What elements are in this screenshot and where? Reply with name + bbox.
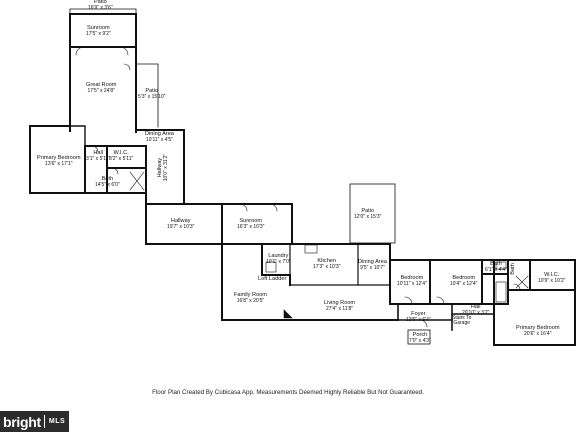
room-name: Laundry xyxy=(268,253,289,259)
room-name: Sunroom xyxy=(86,25,110,31)
room-dims: 9'5" x 10'7" xyxy=(360,264,385,271)
room-dims: 10'4" x 12'4" xyxy=(450,280,478,287)
room-name: Patio xyxy=(145,88,159,94)
room-label-family-room: Family Room 16'8" x 20'5" xyxy=(234,292,267,304)
bright-mls-watermark: bright MLS xyxy=(0,411,70,432)
room-dims: 17'3" x 10'3" xyxy=(313,263,341,270)
room-label-sunroom-2: Sunroom 16'3" x 10'3" xyxy=(237,218,265,230)
room-name: W.I.C. xyxy=(544,272,560,278)
room-name: Porch xyxy=(412,332,428,338)
room-dims: 7'0" x 4'3" xyxy=(409,337,431,344)
room-dims: 13'5" x 6'4" xyxy=(406,316,431,323)
room-dims: 13'6" x 17'1" xyxy=(45,160,73,167)
room-name: Dining Area xyxy=(358,259,387,265)
room-label-foyer: Foyer 13'5" x 6'4" xyxy=(406,311,431,323)
corridor-walls xyxy=(29,125,185,196)
room-dims: 3'1" x 5'11" xyxy=(86,155,111,162)
room-dims: 17'5" x 24'8" xyxy=(87,87,115,94)
room-name: Stairs To xyxy=(452,315,472,321)
room-label-laundry: Laundry 10'1" x 7'0" xyxy=(266,253,291,265)
room-name: Dining Area xyxy=(145,131,174,137)
room-label-bath-3: Bath xyxy=(509,263,517,275)
room-dims: 10'9" x 10'2" xyxy=(538,277,566,284)
room-name: Bedroom xyxy=(452,275,476,281)
room-label-kitchen: Kitchen 17'3" x 10'3" xyxy=(313,258,341,270)
room-label-loft-ladder: Loft Ladder xyxy=(258,276,287,283)
room-name: Great Room xyxy=(86,82,117,88)
room-dims: 10'0" x 31'2" xyxy=(163,153,170,182)
room-name: Hall xyxy=(470,304,481,310)
room-dims: 8'2" x 5'11" xyxy=(109,155,134,162)
room-label-patio-large: Patio 12'0" x 15'3" xyxy=(354,208,382,220)
room-name: Family Room xyxy=(234,292,267,298)
room-dims: 16'3" x 10'3" xyxy=(237,223,265,230)
main-house-walls xyxy=(221,243,576,321)
room-label-hallway-vertical: Hallway 10'0" x 31'2" xyxy=(157,153,170,182)
room-name: Primary Bedroom xyxy=(37,155,81,161)
room-dims: 5'3" x 15'10" xyxy=(138,93,166,100)
room-dims: 6'1" x 4'4" xyxy=(485,266,507,273)
room-dims: 16'8" x 20'5" xyxy=(236,297,265,304)
room-dims: 20'10" x 3'2" xyxy=(462,309,490,316)
room-name: Sunroom xyxy=(239,218,263,224)
room-label-bath-2: Bath 6'1" x 4'4" xyxy=(485,261,507,273)
room-name: Bath xyxy=(490,261,502,267)
room-label-sunroom-top: Sunroom 17'5" x 9'2" xyxy=(86,25,111,37)
room-name: Bedroom xyxy=(400,275,424,281)
disclaimer-text: Floor Plan Created By Cubicasa App. Meas… xyxy=(152,389,424,396)
room-label-wic-2: W.I.C. 10'9" x 10'2" xyxy=(538,272,566,284)
room-label-patio-top: Patio 16'9" x 3'6" xyxy=(88,0,113,11)
room-label-great-room: Great Room 17'5" x 24'8" xyxy=(86,82,117,94)
room-label-patio-small: Patio 5'3" x 15'10" xyxy=(138,88,166,100)
room-dims: 19'7" x 10'3" xyxy=(167,223,195,230)
room-name: Patio xyxy=(361,208,375,214)
room-dims: 10'11" x 4'5" xyxy=(145,136,173,143)
room-name: Hallway xyxy=(170,218,191,224)
room-dims: 12'0" x 15'3" xyxy=(354,213,382,220)
room-dims: 10'1" x 7'0" xyxy=(266,258,291,265)
room-label-bath-1: Bath 14'5" x 6'0" xyxy=(95,176,120,188)
room-label-dining-area-2: Dining Area 9'5" x 10'7" xyxy=(358,259,387,271)
room-name: Hall xyxy=(93,150,103,156)
room-dims: 20'6" x 16'4" xyxy=(524,330,552,337)
room-name: Bath xyxy=(509,263,516,275)
room-label-hall-2: Hall 20'10" x 3'2" xyxy=(462,304,490,316)
room-label-bedroom-1: Bedroom 10'11" x 12'4" xyxy=(397,275,427,287)
room-label-primary-bedroom-1: Primary Bedroom 13'6" x 17'1" xyxy=(37,155,81,167)
watermark-suffix: MLS xyxy=(48,418,66,425)
room-label-hallway: Hallway 19'7" x 10'3" xyxy=(167,218,195,230)
room-name: Foyer xyxy=(411,311,426,317)
upper-wing-walls xyxy=(69,13,137,133)
watermark-divider xyxy=(43,415,45,428)
room-label-stairs-to-garage: Stairs To Garage xyxy=(452,315,472,327)
room-label-hall-1: Hall 3'1" x 5'11" xyxy=(86,150,111,162)
room-dims: 10'11" x 12'4" xyxy=(397,280,427,287)
room-dims: 27'4" x 11'8" xyxy=(326,305,354,312)
room-label-dining-area-1: Dining Area 10'11" x 4'5" xyxy=(145,131,174,143)
watermark-brand: bright xyxy=(3,413,41,430)
room-dims: Garage xyxy=(453,320,471,327)
room-name: Loft Ladder xyxy=(258,276,287,282)
room-name: Living Room xyxy=(324,300,356,306)
room-label-primary-bedroom-2: Primary Bedroom 20'6" x 16'4" xyxy=(516,325,560,337)
room-dims: 17'5" x 9'2" xyxy=(86,30,111,37)
room-name: Primary Bedroom xyxy=(516,325,560,331)
room-name: Bath xyxy=(101,176,114,182)
room-name: Kitchen xyxy=(317,258,337,264)
room-name: W.I.C. xyxy=(113,150,129,156)
room-name: Patio xyxy=(93,0,107,5)
room-dims: 14'5" x 6'0" xyxy=(95,181,120,188)
room-label-living-room: Living Room 27'4" x 11'8" xyxy=(324,300,356,312)
room-label-wic-1: W.I.C. 8'2" x 5'11" xyxy=(109,150,134,162)
room-label-bedroom-2: Bedroom 10'4" x 12'4" xyxy=(450,275,478,287)
room-label-porch: Porch 7'0" x 4'3" xyxy=(409,332,431,344)
right-bedroom-walls xyxy=(493,289,576,346)
room-dims: 16'9" x 3'6" xyxy=(88,4,113,11)
